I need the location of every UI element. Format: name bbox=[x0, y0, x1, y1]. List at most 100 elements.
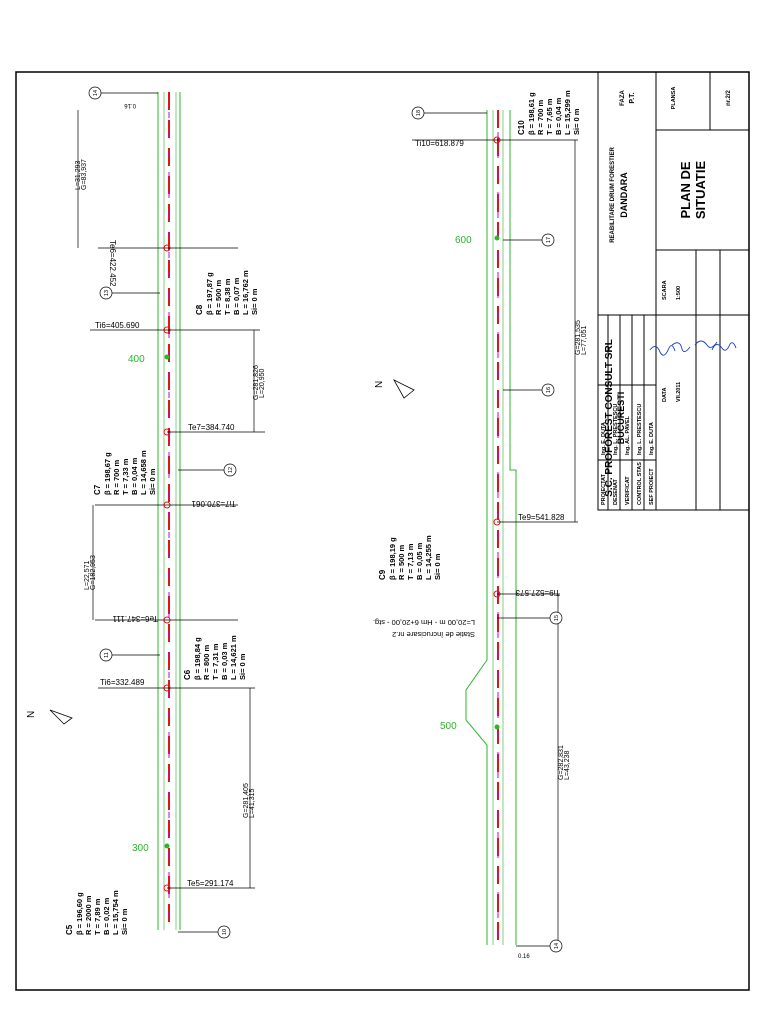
role-name: Ing. L. PRESTESCU bbox=[637, 404, 643, 455]
road-strip-left bbox=[157, 92, 181, 930]
phase-value: P.T. bbox=[629, 92, 636, 103]
svg-text:β = 198,61 g: β = 198,61 g bbox=[527, 92, 536, 135]
segment-g-6: G=282,831 bbox=[558, 745, 565, 780]
role-name: Ing. E. DUTA bbox=[649, 422, 655, 455]
marker-17: 17 bbox=[546, 237, 552, 243]
phase-label: FAZA bbox=[620, 90, 626, 106]
svg-text:β = 198,67 g: β = 198,67 g bbox=[103, 452, 112, 495]
station-ti6-label: Ti6=405.690 bbox=[95, 321, 140, 330]
svg-text:L = 16,762 m: L = 16,762 m bbox=[241, 270, 250, 315]
svg-text:C8: C8 bbox=[195, 304, 204, 315]
svg-text:Si= 0 m: Si= 0 m bbox=[250, 288, 259, 315]
station-te9-label: Te9=541.828 bbox=[518, 513, 565, 522]
north-arrow-icon: N bbox=[26, 709, 73, 725]
chainage-300: 300 bbox=[132, 843, 149, 854]
svg-text:N: N bbox=[374, 381, 385, 388]
date-value: VII.2011 bbox=[676, 382, 682, 402]
marker-15: 15 bbox=[554, 615, 560, 621]
curve-c5: C5 β = 196,60 g R = 2000 m T = 7,89 m B … bbox=[65, 890, 129, 935]
role-name: Ing. E. DUTA bbox=[601, 422, 607, 455]
station-te7-label: Te7=384.740 bbox=[188, 423, 235, 432]
svg-text:R = 700 m: R = 700 m bbox=[112, 459, 121, 495]
svg-text:B = 0,05 m: B = 0,05 m bbox=[415, 542, 424, 580]
offset-label-bottom: 0.16 bbox=[518, 954, 530, 960]
date-label: DATA bbox=[662, 388, 668, 402]
scale-value: 1:500 bbox=[676, 286, 682, 300]
marker-14b: 14 bbox=[554, 943, 560, 949]
station-ti10-label: Ti10=618.879 bbox=[415, 139, 464, 148]
drawing-title-1: PLAN DE bbox=[678, 161, 693, 218]
segment-g-1: G=83,937 bbox=[81, 159, 88, 190]
company-city: BUCURESTI bbox=[616, 392, 626, 445]
road-strip-right bbox=[465, 110, 517, 945]
svg-text:R = 500 m: R = 500 m bbox=[397, 544, 406, 580]
svg-text:L = 14,255 m: L = 14,255 m bbox=[424, 535, 433, 580]
svg-text:L = 14,621 m: L = 14,621 m bbox=[229, 635, 238, 680]
offset-label-top: 0.16 bbox=[124, 102, 136, 108]
svg-text:C10: C10 bbox=[517, 120, 526, 135]
project-line-1: REABILITARE DRUM FORESTIER bbox=[610, 147, 616, 243]
role-name: Ing. AL. PAVEL bbox=[625, 415, 631, 455]
drawing-title-2: SITUATIE bbox=[693, 161, 708, 220]
svg-text:T = 7,31 m: T = 7,31 m bbox=[211, 643, 220, 680]
svg-text:N: N bbox=[26, 711, 37, 718]
station-lines-left bbox=[90, 247, 265, 889]
point-markers bbox=[88, 86, 563, 953]
segment-l-1: L=31,293 bbox=[75, 161, 82, 190]
marker-14: 14 bbox=[93, 90, 99, 96]
passing-bay-annotation: Statie de încrucisare nr.2 bbox=[392, 630, 475, 639]
role-label: CONTROL STAS bbox=[637, 462, 643, 505]
curve-name: C5 bbox=[65, 924, 74, 935]
curve-line: β = 196,60 g bbox=[75, 892, 84, 935]
svg-text:R = 500 m: R = 500 m bbox=[214, 279, 223, 315]
role-name: Ing. L. PRESTESCU bbox=[613, 404, 619, 455]
chainage-400: 400 bbox=[128, 354, 145, 365]
segment-g-4: G=281,405 bbox=[243, 783, 250, 818]
segment-l-5: L=77,051 bbox=[581, 326, 588, 355]
marker-12: 12 bbox=[228, 467, 234, 473]
svg-text:β = 198,19 g: β = 198,19 g bbox=[388, 537, 397, 580]
svg-text:T = 7,13 m: T = 7,13 m bbox=[406, 543, 415, 580]
north-arrow-icon-2: N bbox=[374, 379, 415, 399]
svg-text:C7: C7 bbox=[93, 484, 102, 495]
project-line-2: DANDARA bbox=[619, 172, 629, 218]
marker-11: 11 bbox=[104, 652, 110, 658]
segment-l-4: L=41,315 bbox=[249, 789, 256, 818]
segment-g-2: G=281,826 bbox=[253, 365, 260, 400]
segment-l-2: L=20,950 bbox=[259, 369, 266, 398]
sheet-label: PLANSA bbox=[671, 87, 677, 110]
svg-text:T = 7,33 m: T = 7,33 m bbox=[121, 458, 130, 495]
station-ti6b-label: Ti6=332.489 bbox=[100, 678, 145, 687]
segment-dimensions-left bbox=[77, 110, 255, 888]
chainage-600: 600 bbox=[455, 235, 472, 246]
curve-line: L = 15,754 m bbox=[111, 890, 120, 935]
role-label: VERIFICAT bbox=[625, 476, 631, 505]
curve-line: Si= 0 m bbox=[120, 908, 129, 935]
svg-text:R = 800 m: R = 800 m bbox=[202, 644, 211, 680]
segment-l-6: L=43,238 bbox=[564, 751, 571, 780]
svg-text:L = 14,658 m: L = 14,658 m bbox=[139, 450, 148, 495]
role-label: DESENAT bbox=[613, 478, 619, 505]
station-te5-label: Te5=291.174 bbox=[187, 879, 234, 888]
company-name: S.C. PROFOREST CONSULT SRL bbox=[604, 339, 615, 497]
curve-line: T = 7,89 m bbox=[93, 898, 102, 935]
svg-text:Si= 0 m: Si= 0 m bbox=[148, 468, 157, 495]
station-te6b-label: Te6=347.111 bbox=[112, 614, 158, 623]
marker-16: 16 bbox=[546, 387, 552, 393]
svg-text:C6: C6 bbox=[183, 669, 192, 680]
station-te6-label: Te6=422.452 bbox=[108, 240, 117, 287]
svg-text:Si= 0 m: Si= 0 m bbox=[238, 653, 247, 680]
svg-text:β = 198,84 g: β = 198,84 g bbox=[193, 637, 202, 680]
segment-l-3: L=22,571 bbox=[84, 561, 91, 590]
marker-13: 13 bbox=[104, 290, 110, 296]
role-label: SEF PROIECT bbox=[649, 468, 655, 505]
svg-text:Si= 0 m: Si= 0 m bbox=[572, 108, 581, 135]
title-block bbox=[597, 71, 750, 511]
svg-text:B = 0,07 m: B = 0,07 m bbox=[232, 277, 241, 315]
svg-text:T = 7,65 m: T = 7,65 m bbox=[545, 98, 554, 135]
svg-text:T = 8,38 m: T = 8,38 m bbox=[223, 278, 232, 315]
curve-line: B = 0,02 m bbox=[102, 897, 111, 935]
station-ti7-label: Ti7=370.061 bbox=[191, 499, 236, 508]
station-ti9-label: Ti9=527.573 bbox=[515, 588, 560, 597]
